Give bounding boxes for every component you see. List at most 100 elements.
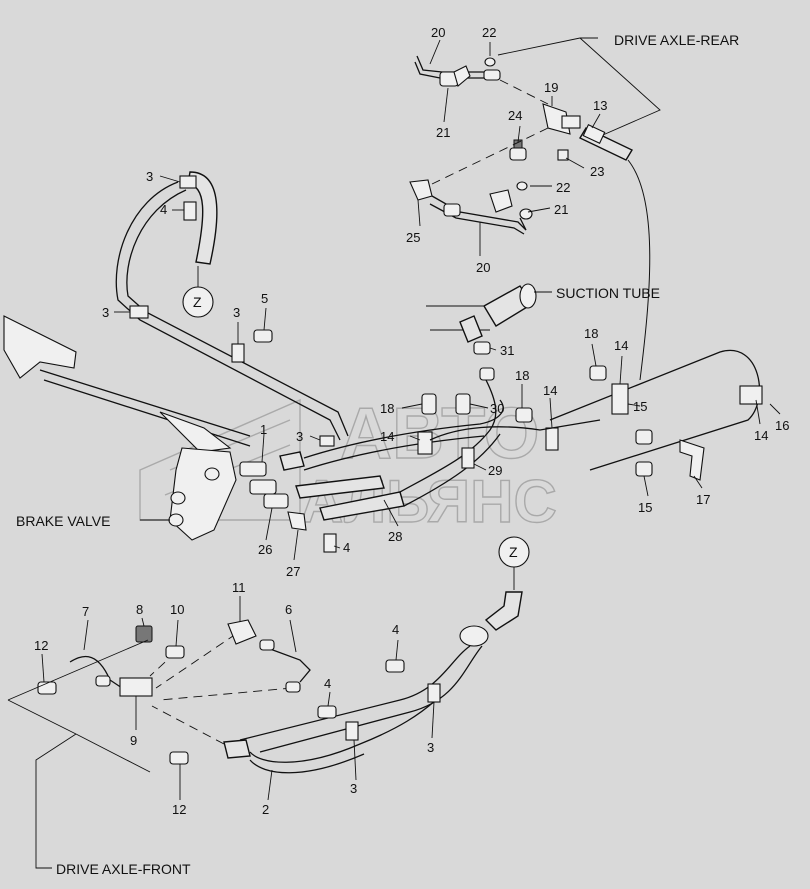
pipe-between-brackets: [429, 419, 601, 441]
fitting-4-mid: [323, 533, 337, 553]
bracket-17: [679, 439, 705, 481]
tube-7-nut: [95, 675, 111, 687]
callout-15-upper: 15: [633, 399, 647, 414]
callout-9: 9: [130, 733, 137, 748]
callout-19: 19: [544, 80, 558, 95]
callout-12-left: 12: [34, 638, 48, 653]
fitting-12-left: [37, 681, 57, 695]
callout-26: 26: [258, 542, 272, 557]
callout-4-top: 4: [160, 202, 167, 217]
callout-4-mid: 4: [343, 540, 350, 555]
brake-valve-body: [169, 447, 237, 541]
callout-11: 11: [232, 580, 246, 595]
fitting-4-front-a: [385, 659, 405, 673]
fitting-1-b: [249, 479, 277, 495]
front-grommet: [459, 625, 489, 647]
pipe-upper-to-tank-b: [303, 435, 485, 471]
elbow-fitting-lower: [489, 189, 513, 213]
callout-14-far: 14: [754, 428, 768, 443]
callout-15-lower: 15: [638, 500, 652, 515]
callout-3-mid: 3: [233, 305, 240, 320]
front-dash-3: [151, 705, 225, 745]
rear-tube-lower-outline: [429, 203, 525, 235]
bracket-14-left: [417, 431, 433, 455]
callout-21-rear-top: 21: [436, 125, 450, 140]
front-axle-group: [7, 536, 530, 869]
suction-tube-lines: [426, 305, 490, 331]
main-pipe-b: [126, 189, 349, 437]
tee-outlet: [561, 115, 581, 129]
label-drive-axle-rear: DRIVE AXLE-REAR: [614, 32, 739, 48]
callout-3-front-a: 3: [427, 740, 434, 755]
callout-17: 17: [696, 492, 710, 507]
rear-tube-lower-nut: [443, 203, 461, 217]
label-drive-axle-front: DRIVE AXLE-FRONT: [56, 861, 191, 877]
elbow-fitting-25: [409, 179, 433, 201]
pedal-plate: [159, 411, 232, 453]
front-pipe-lower-b: [249, 753, 365, 774]
hose-6: [261, 645, 311, 683]
tank-body: [549, 349, 761, 471]
fitting-1-a: [239, 461, 267, 477]
clamp-3-front-a: [427, 683, 441, 703]
elbow-27: [287, 511, 307, 531]
pedal-bracket: [3, 315, 77, 379]
suction-tube-end: [519, 283, 537, 309]
callout-numbers: 20 22 19 13 21 24 23 22 21 25 20 3 4 3 3…: [34, 25, 789, 817]
fitting-12-right: [169, 751, 189, 765]
front-pipe-lower: [249, 699, 437, 763]
rear-label-leader-bottom: [579, 37, 661, 139]
clamp-3-left: [129, 305, 149, 319]
front-label-leader: [35, 733, 77, 869]
callout-leaders: [41, 39, 781, 801]
elbow-fitting-upper-body: [453, 65, 471, 87]
callout-14-left: 14: [380, 429, 394, 444]
front-hose-fitting: [223, 739, 251, 759]
watermark-line-1: АВТО: [340, 394, 539, 474]
callout-29: 29: [488, 463, 502, 478]
bracket-14-mid: [545, 427, 559, 451]
callout-18-right: 18: [584, 326, 598, 341]
brake-hose-upper: [187, 171, 218, 265]
callout-13: 13: [593, 98, 607, 113]
fitting-lower-end: [519, 208, 533, 220]
callout-6: 6: [285, 602, 292, 617]
fitting-4-top: [183, 201, 197, 221]
callout-28: 28: [388, 529, 402, 544]
callout-22-rear-bottom: 22: [556, 180, 570, 195]
cap-8: [135, 625, 153, 643]
elbow-11: [227, 619, 257, 645]
callout-18-left: 18: [380, 401, 394, 416]
callout-3-top: 3: [146, 169, 153, 184]
clamp-3-mid: [231, 343, 245, 363]
fitting-4-front-b: [317, 705, 337, 719]
front-pipe-upper: [239, 645, 471, 741]
bolt-30: [455, 393, 471, 415]
callout-2: 2: [262, 802, 269, 817]
bolt-15-lower: [635, 461, 653, 477]
callout-24: 24: [508, 108, 522, 123]
callout-20-rear-top: 20: [431, 25, 445, 40]
suction-tube-group: [426, 283, 537, 343]
hose-6-fitting-b: [285, 681, 301, 693]
fitting-31-b: [479, 367, 495, 381]
callout-16: 16: [775, 418, 789, 433]
bolt-15-upper: [635, 429, 653, 445]
callout-7: 7: [82, 604, 89, 619]
suction-tube-fitting: [459, 315, 483, 343]
pedal-rod-1: [39, 369, 251, 437]
front-dash-2: [159, 687, 293, 701]
brake-valve-port-3: [204, 467, 220, 481]
brake-valve-port-1: [170, 491, 186, 505]
front-bracket-line-a: [7, 699, 151, 773]
tee-9: [119, 677, 153, 697]
callout-21-rear-bottom: 21: [554, 202, 568, 217]
callout-3-front-b: 3: [350, 781, 357, 796]
bracket-14-far: [739, 385, 763, 405]
front-dash-1: [155, 633, 237, 689]
rear-dash-1: [499, 79, 549, 105]
hose-28-fitting-a: [279, 451, 305, 471]
main-pipe-a: [115, 181, 341, 441]
clamp-3-top: [179, 175, 197, 189]
